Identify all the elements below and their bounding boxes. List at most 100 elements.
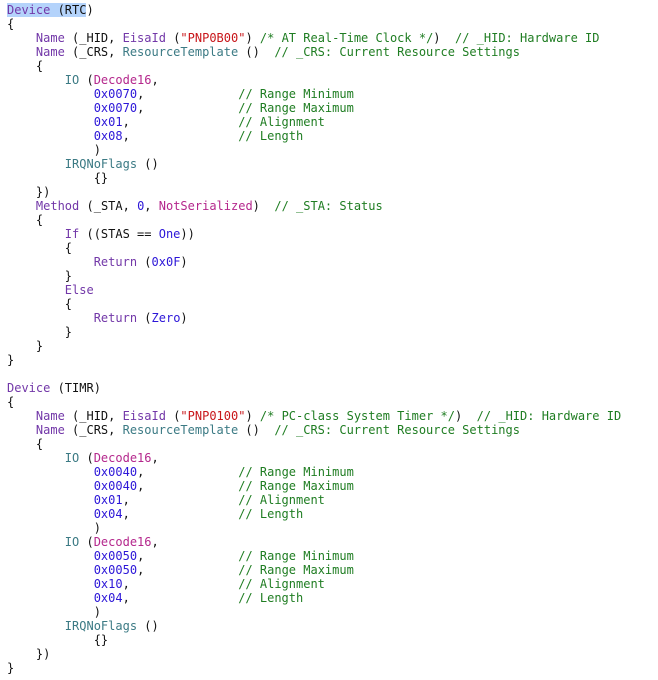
code-line[interactable]: IO (Decode16, [7,73,621,87]
number-token: 0x08 [93,129,123,143]
keyword-token: Return [93,255,138,269]
code-line[interactable]: Name (_CRS, ResourceTemplate () // _CRS:… [7,45,621,59]
code-line[interactable]: { [7,437,621,451]
code-line[interactable]: } [7,269,621,283]
code-text: ( [165,31,181,45]
code-line[interactable]: Name (_HID, EisaId ("PNP0100") /* PC-cla… [7,409,621,423]
comment-token: // _CRS: Current Resource Settings [274,423,520,437]
keyword-token: EisaId [122,31,166,45]
keyword-token: Name [35,409,65,423]
code-line[interactable]: 0x01, // Alignment [7,493,621,507]
code-text: ( [137,255,152,269]
code-text: , [122,507,239,521]
code-text: () [238,45,275,59]
code-line[interactable]: ) [7,521,621,535]
code-text: , [151,535,159,549]
code-text: } [7,661,15,675]
selected-text: Device [7,3,51,17]
code-line[interactable]: Return (0x0F) [7,255,621,269]
code-text: ) [252,199,275,213]
code-line[interactable]: Else [7,283,621,297]
code-line[interactable]: 0x0040, // Range Maximum [7,479,621,493]
code-line[interactable]: { [7,213,621,227]
number-token: 0x0040 [93,465,138,479]
code-line[interactable]: {} [7,633,621,647]
code-text: (_HID, [64,409,123,423]
code-text: , [122,115,239,129]
code-text [7,409,36,423]
code-line[interactable]: Device (RTC) [7,3,621,17]
code-line[interactable]: 0x01, // Alignment [7,115,621,129]
comment-token: // Alignment [238,493,325,507]
code-line[interactable]: { [7,395,621,409]
code-text: ) [180,311,188,325]
number-token: 0x0070 [93,87,138,101]
code-text: { [7,213,44,227]
code-line[interactable]: 0x08, // Length [7,129,621,143]
code-line[interactable]: } [7,339,621,353]
code-line[interactable]: } [7,325,621,339]
code-text: ) [454,409,477,423]
code-text [7,255,94,269]
code-text: , [144,199,159,213]
code-line[interactable]: Name (_HID, EisaId ("PNP0B00") /* AT Rea… [7,31,621,45]
code-line[interactable]: 0x10, // Alignment [7,577,621,591]
code-line[interactable]: 0x0070, // Range Minimum [7,87,621,101]
code-line[interactable]: IRQNoFlags () [7,157,621,171]
code-text: , [137,101,239,115]
number-token: One [158,227,181,241]
code-line[interactable]: { [7,297,621,311]
type-token: IO [64,451,80,465]
keyword-token: Name [35,31,65,45]
code-line[interactable]: 0x0050, // Range Minimum [7,549,621,563]
code-line[interactable]: 0x0070, // Range Maximum [7,101,621,115]
comment-token: // Range Maximum [238,479,354,493]
code-line[interactable]: 0x04, // Length [7,507,621,521]
code-line[interactable] [7,367,621,381]
code-line[interactable]: Return (Zero) [7,311,621,325]
code-line[interactable]: Method (_STA, 0, NotSerialized) // _STA:… [7,199,621,213]
code-line[interactable]: { [7,17,621,31]
number-token: 0 [137,199,145,213]
code-line[interactable]: }) [7,185,621,199]
comment-token: // Range Minimum [238,465,354,479]
code-text [7,101,94,115]
code-line[interactable]: } [7,353,621,367]
type-token: IRQNoFlags [64,619,138,633]
code-line[interactable]: ) [7,143,621,157]
code-line[interactable]: Name (_CRS, ResourceTemplate () // _CRS:… [7,423,621,437]
code-line[interactable]: IO (Decode16, [7,535,621,549]
code-text [7,535,65,549]
code-line[interactable]: }) [7,647,621,661]
selected-text: (RTC [50,3,87,17]
code-text: , [122,577,239,591]
comment-token: // Length [238,507,304,521]
keyword-token: Return [93,311,138,325]
code-line[interactable]: IO (Decode16, [7,451,621,465]
code-line[interactable]: IRQNoFlags () [7,619,621,633]
number-token: 0x0040 [93,479,138,493]
code-line[interactable]: 0x04, // Length [7,591,621,605]
code-line[interactable]: Device (TIMR) [7,381,621,395]
type-token: IRQNoFlags [64,157,138,171]
code-text: }) [7,185,51,199]
code-line[interactable]: 0x0040, // Range Minimum [7,465,621,479]
code-text [7,311,94,325]
code-line[interactable]: { [7,241,621,255]
code-line[interactable]: 0x0050, // Range Maximum [7,563,621,577]
code-text [7,115,94,129]
code-line[interactable]: ) [7,605,621,619]
code-line[interactable]: If ((STAS == One)) [7,227,621,241]
code-text [7,227,65,241]
code-line[interactable]: } [7,661,621,675]
number-token: 0x0050 [93,549,138,563]
code-text: { [7,395,15,409]
code-text: { [7,59,44,73]
code-line[interactable]: {} [7,171,621,185]
code-text: } [7,339,44,353]
type-token: ResourceTemplate [122,423,239,437]
code-line[interactable]: { [7,59,621,73]
comment-token: /* PC-class System Timer */ [259,409,455,423]
code-editor[interactable]: Device (RTC){ Name (_HID, EisaId ("PNP0B… [7,3,621,675]
code-text: , [151,73,159,87]
